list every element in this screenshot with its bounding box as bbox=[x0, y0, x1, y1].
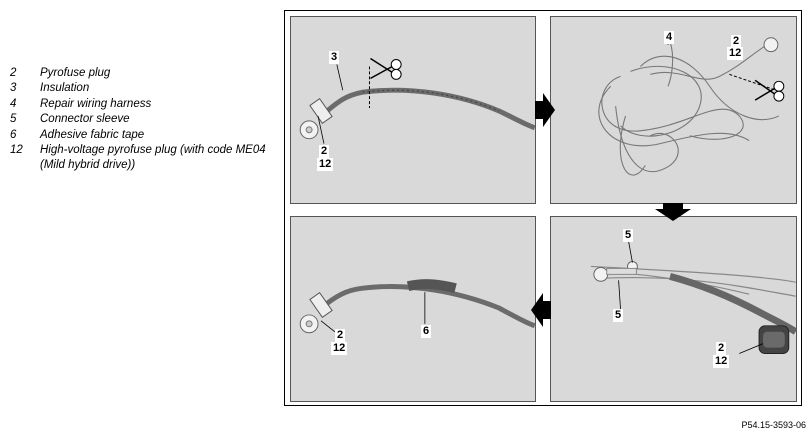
arrow-left-icon bbox=[531, 293, 551, 327]
callout-label: 12 bbox=[317, 158, 334, 171]
panel-adhesive-tape: 2 12 6 bbox=[290, 216, 536, 402]
legend-number: 3 bbox=[10, 82, 17, 95]
callout-label: 2 bbox=[731, 35, 742, 48]
harness-illustration bbox=[299, 57, 535, 144]
figure-frame: 3 2 12 4 bbox=[284, 10, 802, 406]
legend-item: 12 High-voltage pyrofuse plug (with code… bbox=[10, 143, 275, 174]
arrow-down-icon bbox=[655, 203, 691, 221]
callout-label: 5 bbox=[623, 229, 634, 242]
callout-label: 2 bbox=[319, 145, 330, 158]
figure-id: P54.15-3593-06 bbox=[741, 420, 806, 430]
callout-label: 12 bbox=[727, 47, 744, 60]
legend: 2 Pyrofuse plug 3 Insulation 4 Repair wi… bbox=[10, 66, 275, 174]
legend-text: High-voltage pyrofuse plug (with code ME… bbox=[40, 144, 266, 172]
legend-text: Adhesive fabric tape bbox=[40, 128, 145, 141]
arrow-right-icon bbox=[535, 93, 555, 127]
callout-label: 2 bbox=[716, 342, 727, 355]
legend-text: Connector sleeve bbox=[40, 113, 130, 126]
legend-item: 5 Connector sleeve bbox=[10, 112, 275, 127]
callout-label: 12 bbox=[713, 355, 730, 368]
harness-illustration bbox=[598, 34, 785, 176]
callout-label: 3 bbox=[329, 51, 340, 64]
legend-item: 4 Repair wiring harness bbox=[10, 97, 275, 112]
harness-illustration bbox=[590, 240, 796, 355]
legend-number: 12 bbox=[10, 144, 23, 157]
panel-connector-sleeve: 5 5 2 12 bbox=[550, 216, 797, 402]
legend-text: Insulation bbox=[40, 82, 90, 95]
legend-item: 2 Pyrofuse plug bbox=[10, 66, 275, 81]
panel-repair-harness: 4 2 12 bbox=[550, 16, 797, 204]
legend-text: Pyrofuse plug bbox=[40, 67, 111, 79]
callout-label: 5 bbox=[613, 309, 624, 322]
panel-cut-insulation: 3 2 12 bbox=[290, 16, 536, 204]
harness-illustration bbox=[299, 279, 535, 334]
legend-text: Repair wiring harness bbox=[40, 97, 152, 110]
callout-label: 4 bbox=[664, 31, 675, 44]
callout-label: 12 bbox=[331, 342, 348, 355]
legend-number: 6 bbox=[10, 128, 17, 141]
scissors-icon bbox=[370, 57, 402, 80]
legend-item: 6 Adhesive fabric tape bbox=[10, 128, 275, 143]
callout-label: 2 bbox=[335, 329, 346, 342]
legend-number: 2 bbox=[10, 67, 17, 79]
callout-label: 6 bbox=[421, 325, 432, 338]
scissors-icon bbox=[754, 79, 785, 102]
legend-item: 3 Insulation bbox=[10, 81, 275, 96]
legend-number: 4 bbox=[10, 97, 17, 110]
legend-number: 5 bbox=[10, 113, 17, 126]
